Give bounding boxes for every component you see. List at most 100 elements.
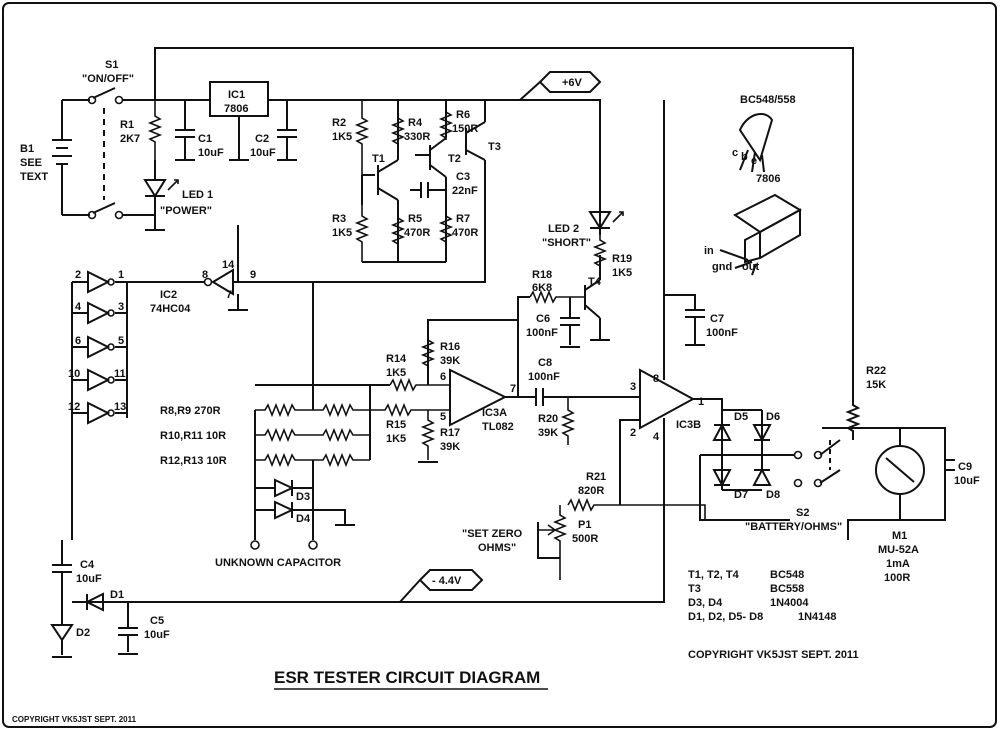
d2-label: D2 — [76, 627, 90, 639]
m1-ref: M1 — [892, 530, 907, 542]
copyright-main: COPYRIGHT VK5JST SEPT. 2011 — [688, 649, 859, 661]
ic3b-pin3: 3 — [630, 381, 636, 393]
t3-label: T3 — [488, 141, 501, 153]
copyright-corner: COPYRIGHT VK5JST SEPT. 2011 — [12, 715, 137, 724]
r5-ref: R5 — [408, 213, 422, 225]
d1-label: D1 — [110, 589, 124, 601]
c4-val: 10uF — [76, 573, 102, 585]
b1-line3: TEXT — [20, 171, 48, 183]
pinout-out: out — [742, 261, 759, 273]
r7-val: 470R — [452, 227, 478, 239]
neg-rail-label: - 4.4V — [432, 575, 462, 587]
p1-name-line2: OHMS" — [478, 542, 516, 554]
d6-label: D6 — [766, 411, 780, 423]
parts-list-ref: T1, T2, T4 — [688, 569, 740, 581]
ic3a-val: TL082 — [482, 421, 514, 433]
d5-label: D5 — [734, 411, 748, 423]
transistor-pinout-title: BC548/558 — [740, 94, 796, 106]
r12-r13-label: R12,R13 10R — [160, 455, 227, 467]
c2-val: 10uF — [250, 147, 276, 159]
c6-ref: C6 — [536, 313, 550, 325]
r3-val: 1K5 — [332, 227, 352, 239]
r3-ref: R3 — [332, 213, 346, 225]
parts-list-value: BC548 — [770, 569, 804, 581]
r19-ref: R19 — [612, 253, 632, 265]
pin-1: 1 — [118, 269, 124, 281]
c8-val: 100nF — [528, 371, 560, 383]
b1-ref: B1 — [20, 143, 34, 155]
pin-7: 7 — [226, 289, 232, 301]
pin-10: 10 — [68, 368, 80, 380]
r20-val: 39K — [538, 427, 558, 439]
r22-ref: R22 — [866, 365, 886, 377]
c3-val: 22nF — [452, 185, 478, 197]
pinout-gnd: gnd — [712, 261, 732, 273]
regulator-pinout-title: 7806 — [756, 173, 780, 185]
ic3a-pin6: 6 — [440, 371, 446, 383]
ic3b-section — [72, 100, 955, 603]
r18-val: 6K8 — [532, 282, 552, 294]
p1-ref: P1 — [578, 519, 591, 531]
test-network — [250, 384, 390, 550]
inverter-section — [71, 268, 314, 540]
led1-ref: LED 1 — [182, 189, 213, 201]
ic2-ref: IC2 — [160, 289, 177, 301]
parts-list-value: 1N4148 — [798, 611, 837, 623]
ic1-val: 7806 — [224, 103, 248, 115]
negative-supply — [50, 540, 138, 658]
r5-val: 470R — [404, 227, 430, 239]
s1-name: "ON/OFF" — [82, 73, 134, 85]
r18-ref: R18 — [532, 269, 552, 281]
c8-ref: C8 — [538, 357, 552, 369]
ic1-ref: IC1 — [228, 89, 245, 101]
r15-val: 1K5 — [386, 433, 406, 445]
pin-14: 14 — [222, 259, 235, 271]
pinout-in: in — [704, 245, 714, 257]
ic3a-pin5: 5 — [440, 411, 446, 423]
c7-ref: C7 — [710, 313, 724, 325]
r8-r9-label: R8,R9 270R — [160, 405, 221, 417]
c3-ref: C3 — [456, 171, 470, 183]
b1-line2: SEE — [20, 157, 42, 169]
p1-name-line1: "SET ZERO — [462, 528, 523, 540]
c4-ref: C4 — [80, 559, 95, 571]
m1-line3: 1mA — [886, 558, 910, 570]
r17-val: 39K — [440, 441, 460, 453]
pinout-e: e — [751, 155, 757, 167]
r6-ref: R6 — [456, 109, 470, 121]
r16-ref: R16 — [440, 341, 460, 353]
ic2-val: 74HC04 — [150, 303, 191, 315]
pin-12: 12 — [68, 401, 80, 413]
r1-val: 2K7 — [120, 133, 140, 145]
c1-val: 10uF — [198, 147, 224, 159]
pin-8: 8 — [202, 269, 208, 281]
parts-list-ref: D3, D4 — [688, 597, 723, 609]
parts-list-ref: D1, D2, D5- D8 — [688, 611, 763, 623]
c1-ref: C1 — [198, 133, 212, 145]
c7-val: 100nF — [706, 327, 738, 339]
d4-label: D4 — [296, 513, 311, 525]
ic3a-section — [370, 211, 640, 463]
pin-3: 3 — [118, 301, 124, 313]
r4-ref: R4 — [408, 117, 423, 129]
neg-rail-flag — [418, 569, 484, 591]
t2-label: T2 — [448, 153, 461, 165]
r2-ref: R2 — [332, 117, 346, 129]
r20-ref: R20 — [538, 413, 558, 425]
regulator-pinout — [719, 193, 803, 276]
s2-ref: S2 — [796, 507, 809, 519]
led1-name: "POWER" — [160, 205, 212, 217]
pin-9: 9 — [250, 269, 256, 281]
r16-val: 39K — [440, 355, 460, 367]
p1-val: 500R — [572, 533, 598, 545]
ic3b-pin2: 2 — [630, 427, 636, 439]
pos-rail-label: +6V — [562, 77, 583, 89]
r17-ref: R17 — [440, 427, 460, 439]
r21-ref: R21 — [586, 471, 606, 483]
d8-label: D8 — [766, 489, 780, 501]
c2-ref: C2 — [255, 133, 269, 145]
r14-val: 1K5 — [386, 367, 406, 379]
